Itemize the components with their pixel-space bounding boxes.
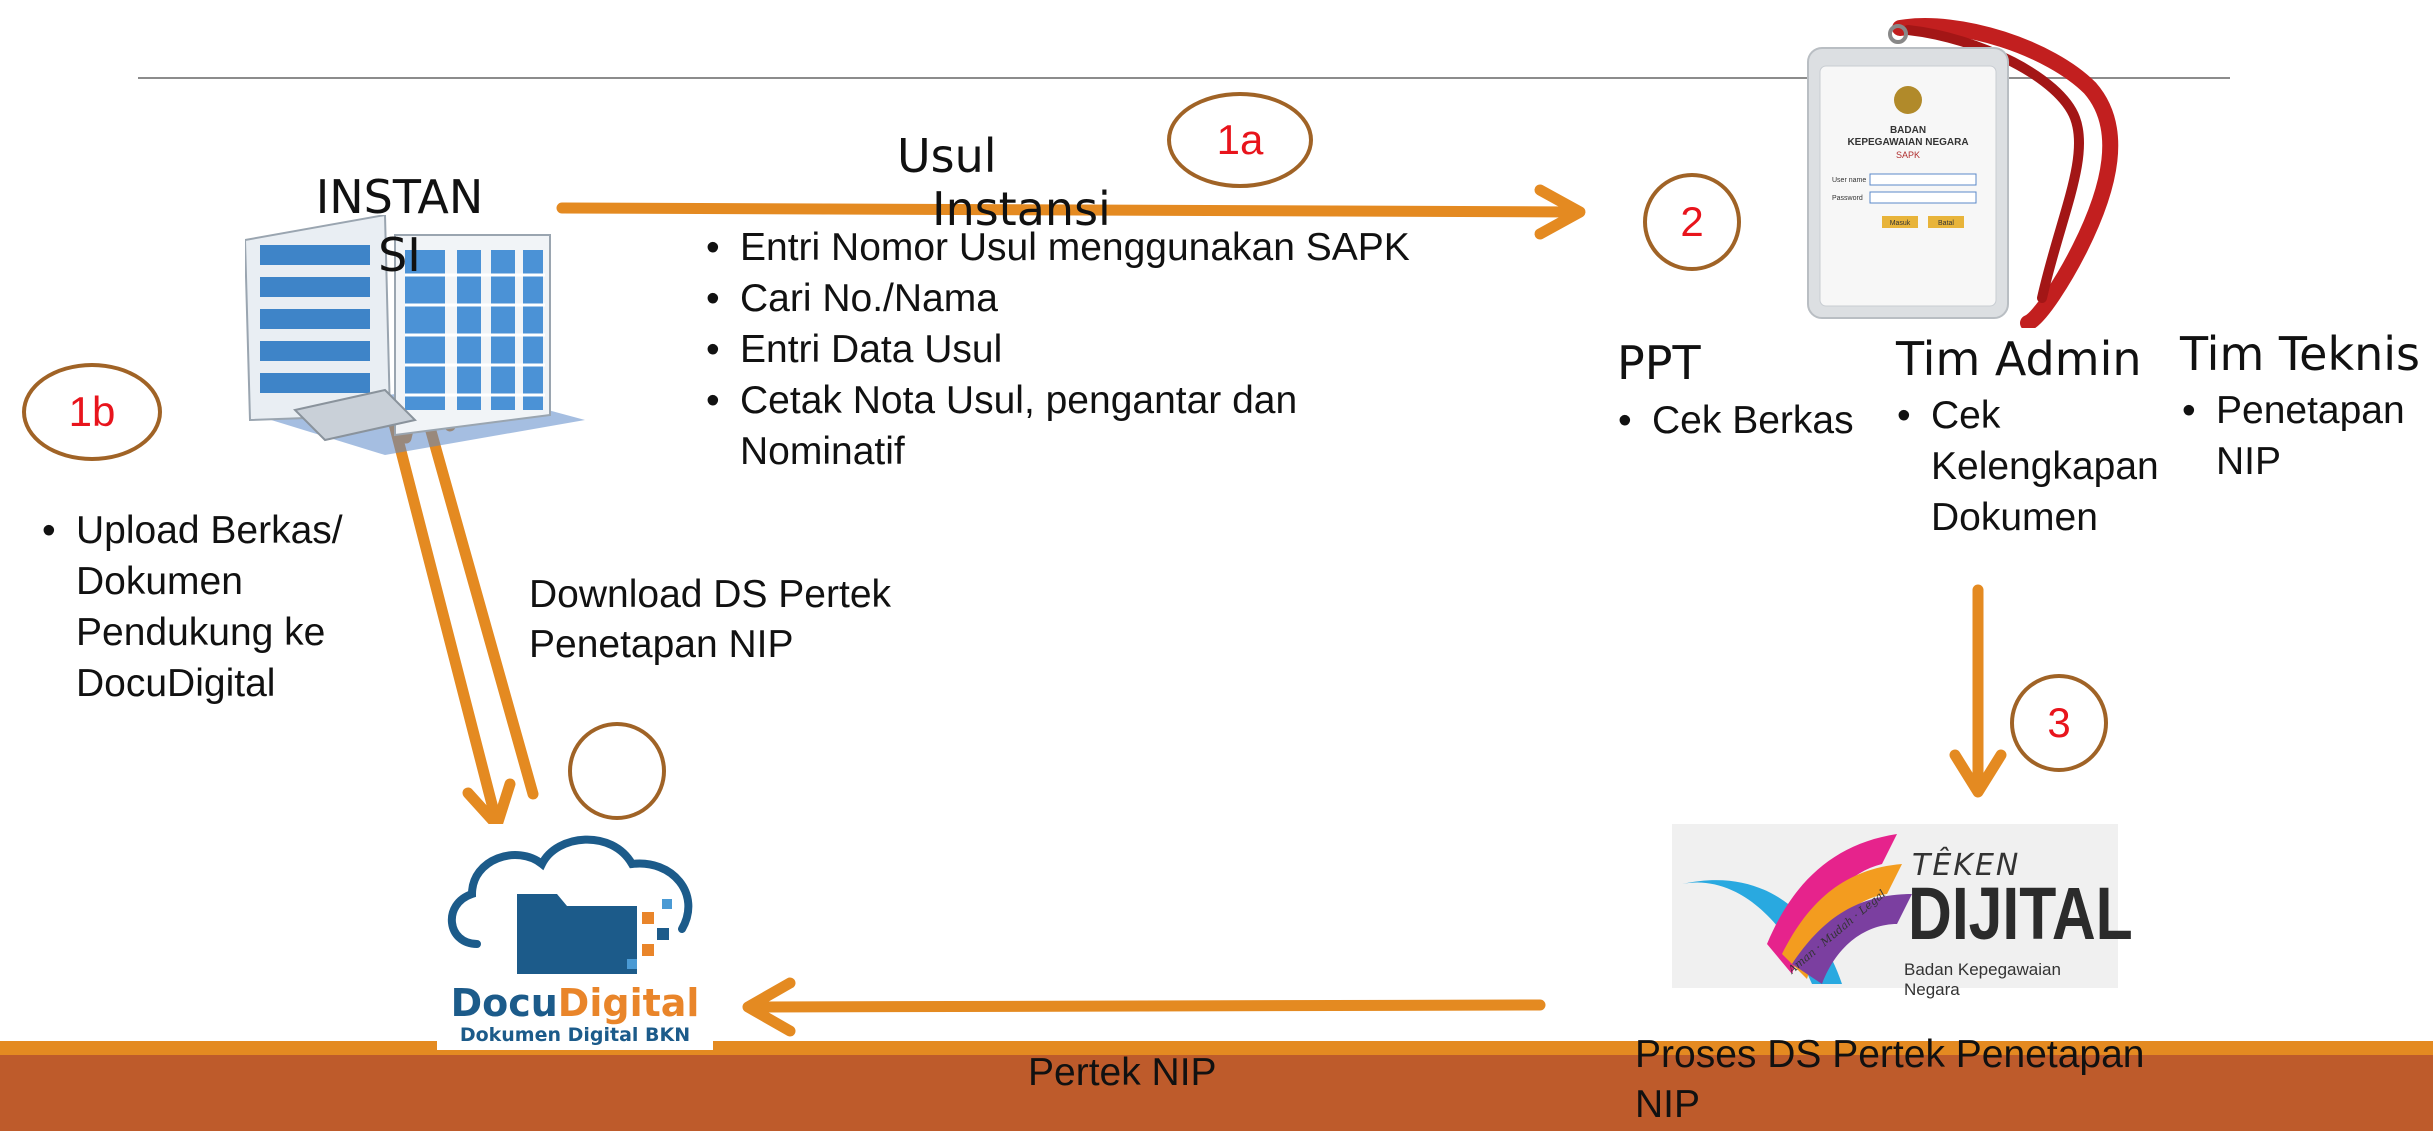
instansi-task-item: Cetak Nota Usul, pengantar dan Nominatif [702, 375, 1400, 477]
docudigital-brand-part2: Digital [557, 981, 700, 1025]
arrow-teken-to-docudigital-head [742, 977, 796, 1037]
tekendijital-sub: Badan Kepegawaian Negara [1904, 960, 2061, 999]
download-label-line1: Download DS Pertek [529, 573, 892, 616]
step-circle-4 [568, 722, 666, 820]
instansi-task-item: Cari No./Nama [702, 273, 1522, 324]
tekendijital-mark-icon: Aman · Mudah · Legal [1682, 834, 1912, 984]
arrow-upload-down [387, 414, 502, 826]
tekendijital-logo: Aman · Mudah · Legal TÊKEN DIJITAL Badan… [1672, 824, 2133, 999]
proses-ds-label: Proses DS Pertek Penetapan NIP [1635, 1030, 2144, 1130]
building-icon [245, 215, 585, 455]
step-circle-1a: 1a [1167, 92, 1313, 188]
sapk-id-card-image: BADAN KEPEGAWAIAN NEGARA SAPK User name … [1807, 18, 2119, 328]
download-label-line2: Penetapan NIP [529, 623, 794, 666]
step-circle-1b: 1b [22, 363, 162, 461]
arrow-instansi-to-bkn [556, 202, 1584, 218]
step-circle-2: 2 [1643, 173, 1741, 271]
proses-ds-label-line2: NIP [1635, 1083, 1701, 1126]
arrow-teken-to-docudigital [746, 999, 1546, 1013]
instansi-label-line1: INSTAN [315, 170, 484, 224]
tim-admin-task-item: Cek Kelengkapan Dokumen [1893, 390, 2159, 543]
proses-ds-label-line1: Proses DS Pertek Penetapan [1635, 1033, 2145, 1076]
tekendijital-top: TÊKEN [1912, 848, 2021, 883]
instansi-label-line2: SI [378, 228, 421, 282]
arrow-admin-to-teken-head [1949, 749, 2007, 798]
instansi-task-item: Entri Data Usul [702, 324, 1522, 375]
instansi-task-item: Entri Nomor Usul menggunakan SAPK [702, 222, 1522, 273]
arrow-download-up [414, 386, 539, 800]
sapk-card-line2: KEPEGAWAIAN NEGARA [1847, 137, 1968, 148]
docudigital-brand: DocuDigital [437, 982, 713, 1024]
sapk-card-btn2: Batal [1938, 220, 1954, 227]
sapk-card-btn1: Masuk [1890, 220, 1911, 227]
tim-teknis-task-item: Penetapan NIP [2178, 385, 2416, 487]
usul-label-line1: Usul [897, 129, 997, 183]
sapk-card-line1: BADAN [1890, 125, 1926, 136]
tekendijital-main: DIJITAL [1908, 872, 2133, 955]
footer-band [0, 1055, 2433, 1131]
tim-admin-task-list: Cek Kelengkapan Dokumen [1893, 390, 2193, 543]
tim-admin-title: Tim Admin [1896, 332, 2142, 386]
instansi-label: INSTAN SI [312, 168, 487, 284]
top-divider [138, 77, 2230, 79]
sapk-card-pass-label: Password [1832, 195, 1863, 202]
cloud-folder-icon [447, 835, 693, 974]
docudigital-subtitle: Dokumen Digital BKN [459, 1024, 691, 1046]
sapk-card-line3: SAPK [1896, 150, 1920, 160]
ppt-task-item: Cek Berkas [1614, 395, 1884, 446]
ppt-title: PPT [1617, 336, 1701, 390]
pertek-nip-label: Pertek NIP [1028, 1051, 1217, 1094]
docudigital-brand-part1: Docu [450, 981, 558, 1025]
upload-task-list: Upload Berkas/ Dokumen Pendukung ke Docu… [38, 505, 398, 709]
tim-teknis-title: Tim Teknis [2180, 327, 2421, 381]
arrow-instansi-to-bkn-head [1534, 184, 1586, 240]
upload-task-item: Upload Berkas/ Dokumen Pendukung ke Docu… [38, 505, 398, 709]
step-circle-3: 3 [2010, 674, 2108, 772]
tim-teknis-task-list: Penetapan NIP [2178, 385, 2428, 487]
download-label: Download DS Pertek Penetapan NIP [529, 570, 891, 670]
sapk-card-user-label: User name [1832, 177, 1866, 184]
docudigital-logo: DocuDigital Dokumen Digital BKN [437, 824, 713, 1050]
ppt-task-list: Cek Berkas [1614, 395, 1884, 446]
instansi-task-list: Entri Nomor Usul menggunakan SAPK Cari N… [702, 222, 1522, 477]
